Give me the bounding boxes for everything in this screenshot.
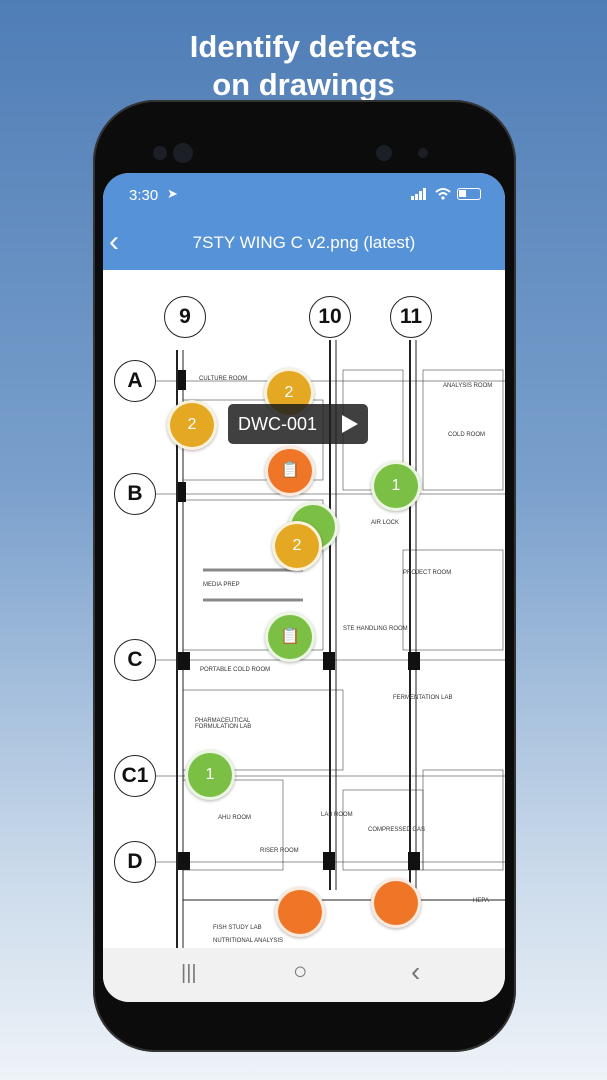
location-icon: ➤ bbox=[167, 186, 178, 201]
wifi-icon bbox=[435, 188, 451, 200]
grid-row-label: C bbox=[114, 639, 156, 681]
status-bar: 3:30 ➤ bbox=[103, 173, 505, 215]
room-label: RISER ROOM bbox=[260, 848, 299, 854]
clipboard-icon: 📋 bbox=[280, 462, 300, 479]
play-icon bbox=[342, 415, 358, 433]
room-label: HEPA bbox=[473, 898, 489, 904]
drawing-canvas[interactable]: 9 10 11 A B C C1 D CULTURE ROOM COLD ROO… bbox=[103, 270, 505, 948]
room-label: FERMENTATION LAB bbox=[393, 695, 453, 701]
grid-row-label: D bbox=[114, 841, 156, 883]
back-button[interactable]: ‹ bbox=[109, 225, 137, 259]
recent-apps-button[interactable]: ||| bbox=[181, 962, 197, 984]
room-label: PHARMACEUTICAL FORMULATION LAB bbox=[195, 718, 252, 730]
defect-marker[interactable] bbox=[275, 887, 325, 937]
room-label: PROJECT ROOM bbox=[403, 570, 452, 576]
grid-row-label: A bbox=[114, 360, 156, 402]
room-label: AIR LOCK bbox=[371, 520, 400, 526]
room-label: CULTURE ROOM bbox=[199, 376, 248, 382]
page-title: 7STY WING C v2.png (latest) bbox=[192, 233, 416, 252]
grid-column-label: 9 bbox=[164, 296, 206, 338]
sensor-icon bbox=[418, 148, 428, 158]
headline: Identify defects on drawings bbox=[0, 28, 607, 104]
system-back-button[interactable]: ‹ bbox=[411, 956, 421, 987]
chevron-left-icon: ‹ bbox=[109, 225, 119, 258]
home-button[interactable]: ○ bbox=[293, 958, 308, 985]
room-label: AHU ROOM bbox=[218, 815, 251, 821]
defect-marker[interactable]: 2 bbox=[167, 400, 217, 450]
room-label: ANALYSIS ROOM bbox=[443, 383, 493, 389]
tooltip-label: DWC-001 bbox=[238, 414, 318, 434]
grid-row-label: C1 bbox=[114, 755, 156, 797]
room-label: FISH STUDY LAB bbox=[213, 925, 262, 931]
headline-line-1: Identify defects bbox=[189, 29, 418, 64]
nav-bar: ‹ 7STY WING C v2.png (latest) bbox=[103, 215, 505, 270]
grid-column-label: 10 bbox=[309, 296, 351, 338]
sensor-icon bbox=[153, 146, 167, 160]
room-label: COLD ROOM bbox=[448, 432, 486, 438]
defect-marker[interactable]: 1 bbox=[185, 750, 235, 800]
room-label: MEDIA PREP bbox=[203, 582, 240, 588]
room-label: COMPRESSED GAS bbox=[368, 827, 426, 833]
status-time: 3:30 bbox=[129, 187, 159, 204]
defect-marker[interactable]: 1 bbox=[371, 461, 421, 511]
grid-row-label: B bbox=[114, 473, 156, 515]
app-screen: 3:30 ➤ ‹ 7STY WING C v2.png (latest) bbox=[103, 173, 505, 1002]
battery-icon bbox=[457, 188, 481, 200]
camera-icon bbox=[376, 145, 392, 161]
signal-icon bbox=[411, 188, 426, 200]
android-nav-bar: ||| ○ ‹ bbox=[103, 948, 505, 1002]
defect-marker[interactable]: 📋 bbox=[265, 446, 315, 496]
room-label: LAB ROOM bbox=[321, 812, 353, 818]
clipboard-icon: 📋 bbox=[280, 628, 300, 645]
grid-column-label: 11 bbox=[390, 296, 432, 338]
defect-marker[interactable]: 📋 bbox=[265, 612, 315, 662]
defect-marker[interactable]: 2 bbox=[272, 521, 322, 571]
defect-tooltip[interactable]: DWC-001 bbox=[228, 404, 368, 444]
front-camera-icon bbox=[173, 143, 193, 163]
room-label: STE HANDLING ROOM bbox=[343, 626, 408, 632]
defect-marker[interactable] bbox=[371, 878, 421, 928]
floor-plan-lines bbox=[143, 340, 505, 948]
room-label: PORTABLE COLD ROOM bbox=[200, 667, 271, 673]
headline-line-2: on drawings bbox=[212, 67, 395, 102]
room-label: NUTRITIONAL ANALYSIS bbox=[213, 938, 284, 944]
